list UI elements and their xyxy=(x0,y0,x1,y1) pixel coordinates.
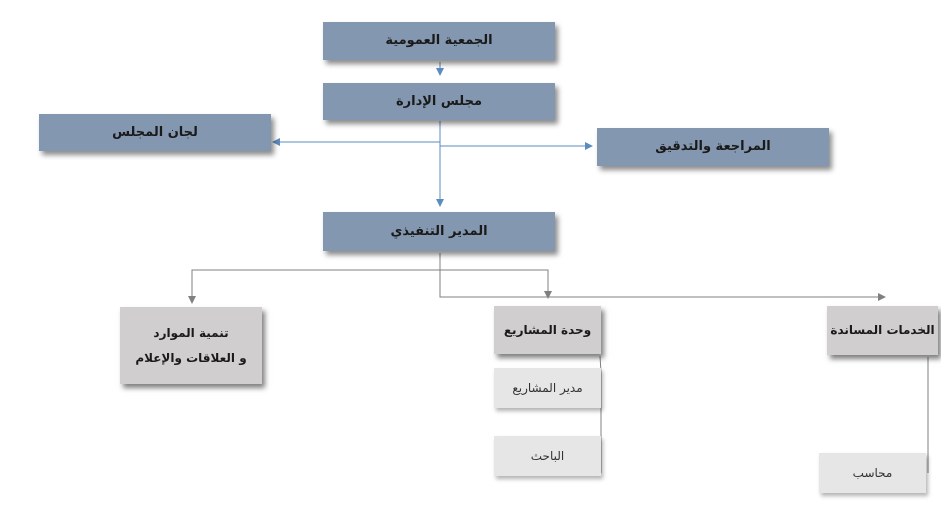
support-services-box: الخدمات المساندة xyxy=(827,306,938,355)
audit-label: المراجعة والتدقيق xyxy=(655,139,771,155)
researcher-label: الباحث xyxy=(530,448,565,463)
projects-unit-box: وحدة المشاريع xyxy=(494,306,601,354)
accountant-box: محاسب xyxy=(819,453,926,493)
support-services-label: الخدمات المساندة xyxy=(830,323,935,338)
connector-to-projects-unit xyxy=(440,269,552,299)
projects-unit-label: وحدة المشاريع xyxy=(503,322,592,337)
general-assembly-box: الجمعية العمومية xyxy=(323,22,555,60)
connector-to-support-services xyxy=(439,253,886,301)
board-committees-label: لجان المجلس xyxy=(112,124,198,140)
researcher-box: الباحث xyxy=(494,436,601,476)
connector-projects-staff xyxy=(599,355,602,473)
board-box: مجلس الإدارة xyxy=(323,83,555,120)
resource-development-line1: تنمية الموارد xyxy=(153,326,229,341)
resource-development-box: تنمية الموارد و العلاقات والإعلام xyxy=(120,307,262,384)
connector-to-resource-dev xyxy=(188,253,441,304)
board-label: مجلس الإدارة xyxy=(395,93,483,109)
executive-director-box: المدير التنفيذي xyxy=(323,212,555,251)
audit-box: المراجعة والتدقيق xyxy=(597,128,829,166)
resource-development-line2: و العلاقات والإعلام xyxy=(135,350,247,365)
board-committees-box: لجان المجلس xyxy=(39,114,271,151)
executive-director-label: المدير التنفيذي xyxy=(390,223,488,239)
accountant-label: محاسب xyxy=(852,465,893,480)
projects-manager-box: مدير المشاريع xyxy=(494,368,601,408)
projects-manager-label: مدير المشاريع xyxy=(512,380,583,395)
general-assembly-label: الجمعية العمومية xyxy=(385,33,493,49)
